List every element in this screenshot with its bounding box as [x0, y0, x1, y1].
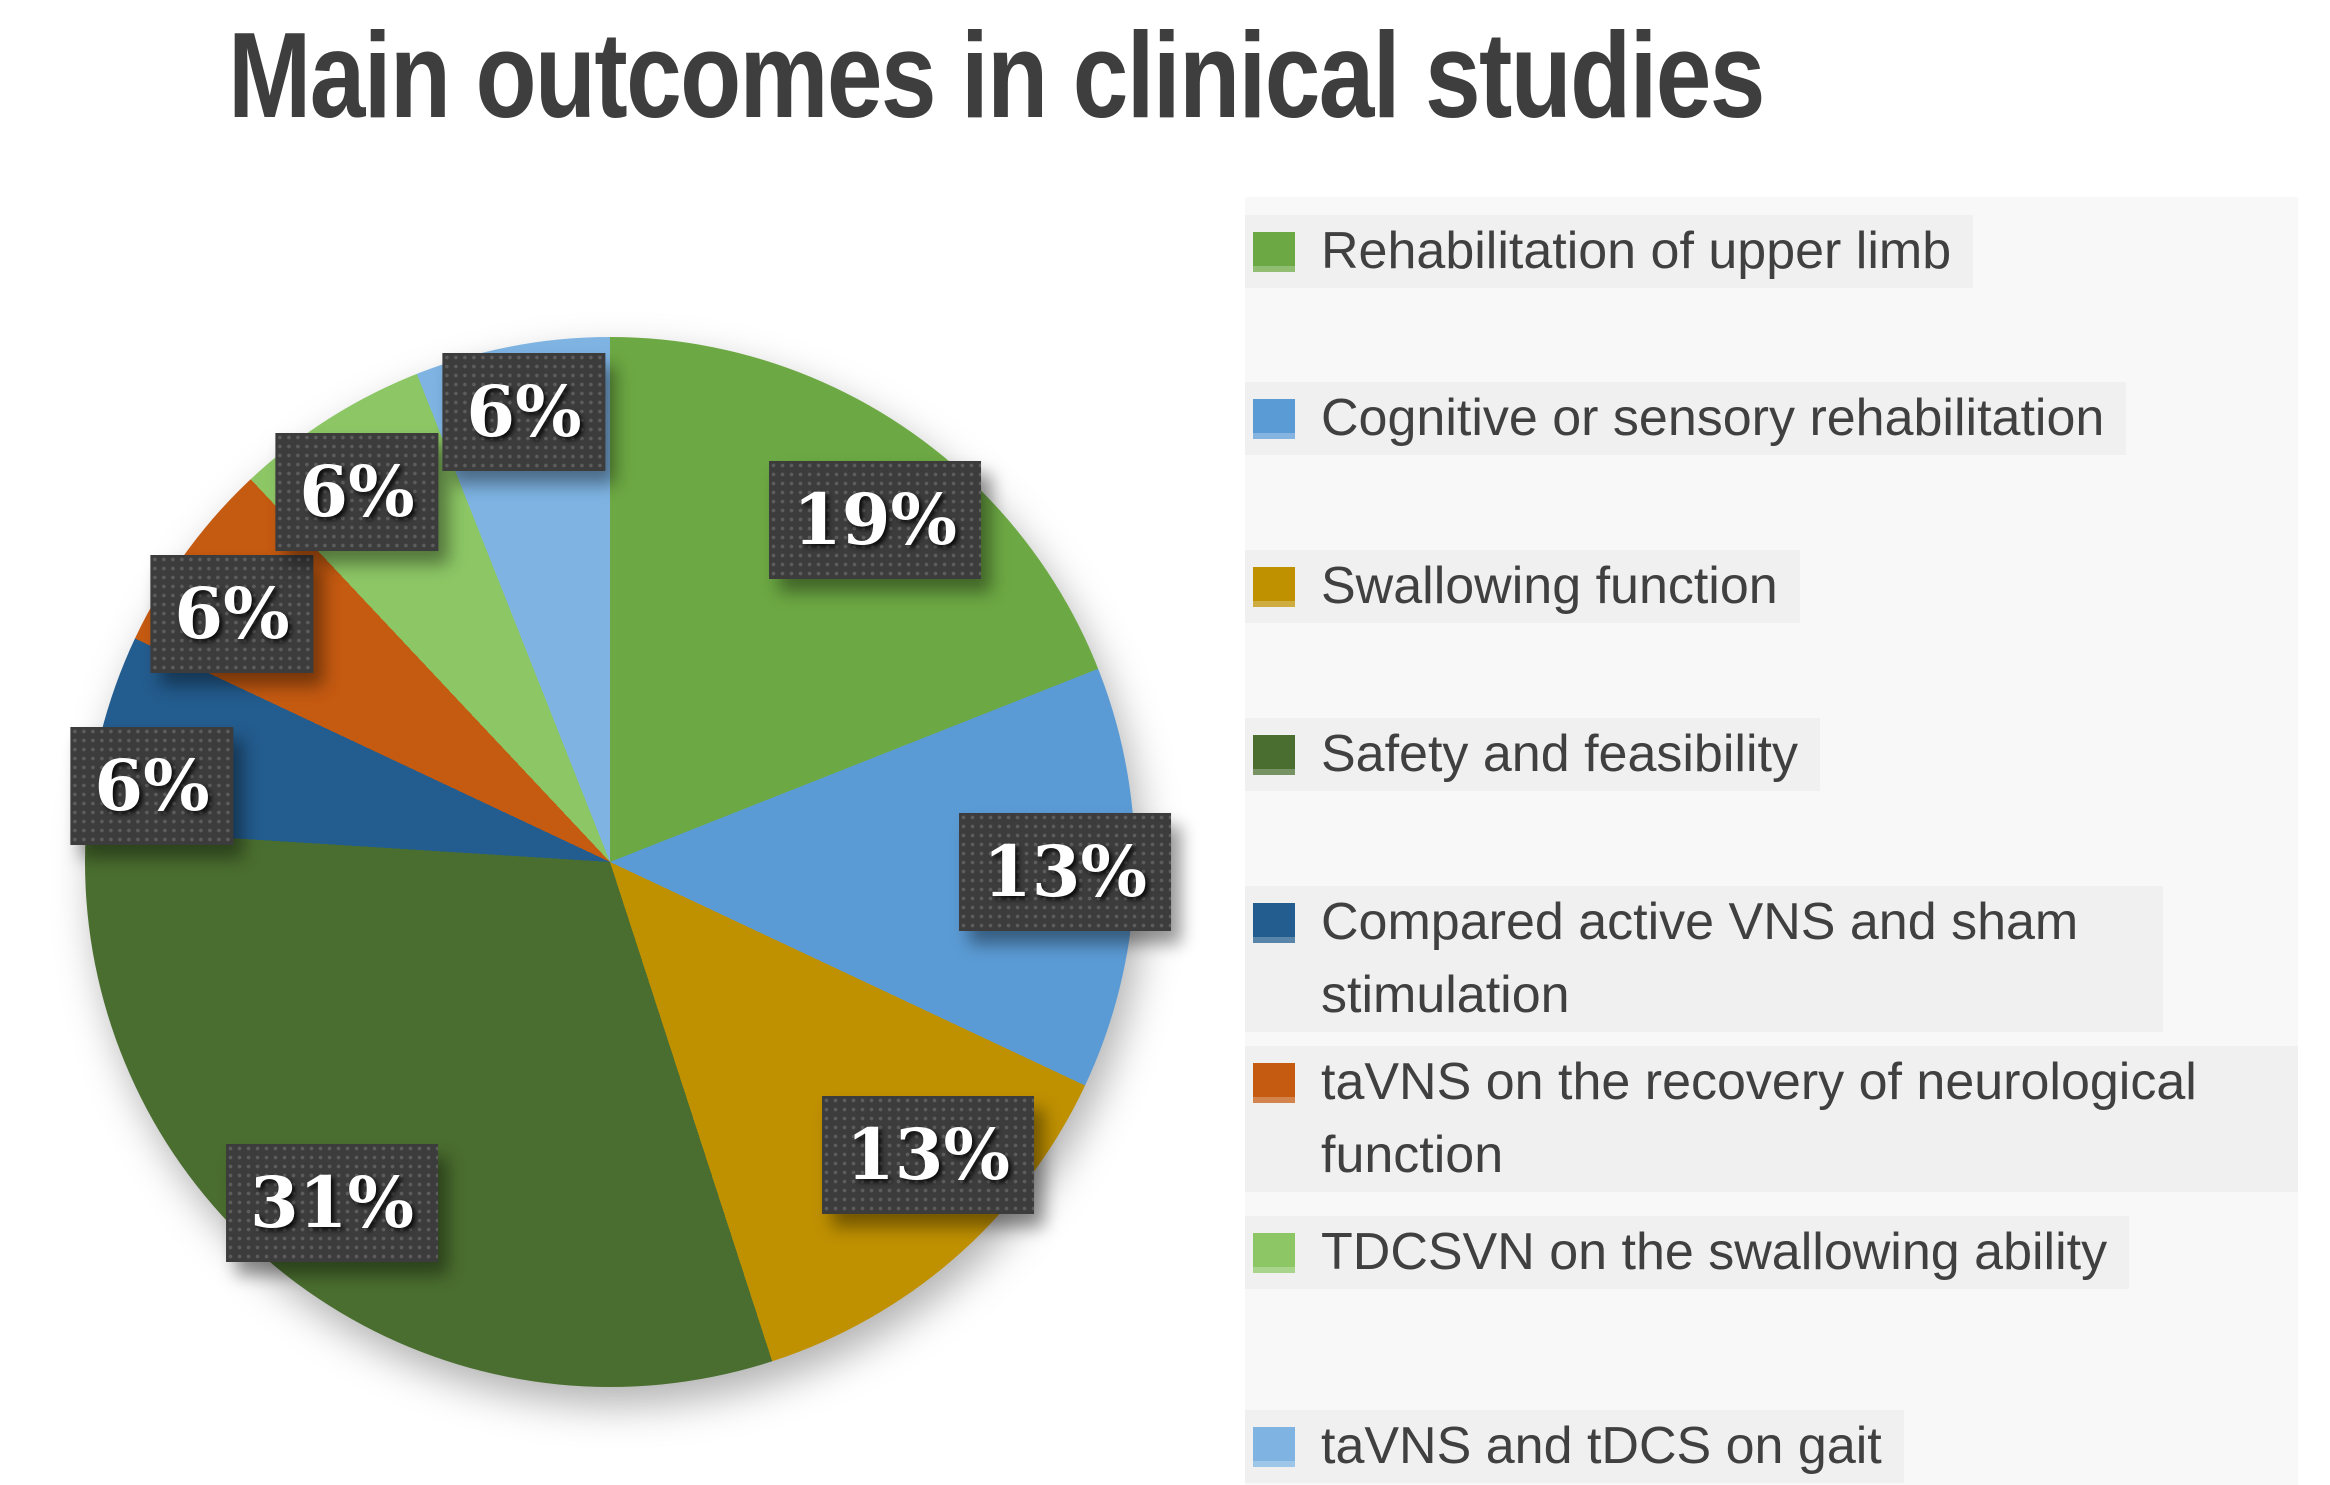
- pie-slice-label: 6%: [442, 353, 606, 471]
- pie-slice-label: 6%: [70, 727, 234, 845]
- legend-item-label: Rehabilitation of upper limb: [1321, 222, 1952, 280]
- legend-item: Compared active VNS and sham stimulation: [1245, 886, 2163, 1032]
- legend-item: TDCSVN on the swallowing ability: [1245, 1216, 2130, 1289]
- legend-item: Cognitive or sensory rehabilitation: [1245, 382, 2127, 455]
- legend-swatch: [1253, 567, 1295, 607]
- pie-slice-label: 13%: [822, 1096, 1034, 1214]
- pie-slice-label: 31%: [226, 1144, 438, 1262]
- pie-chart: 19%13%13%31%6%6%6%6%: [70, 337, 1171, 1387]
- legend-swatch: [1253, 903, 1295, 943]
- legend-item: Rehabilitation of upper limb: [1245, 215, 1974, 288]
- legend-item-label: taVNS on the recovery of neurological fu…: [1321, 1053, 2197, 1184]
- legend-swatch: [1253, 1063, 1295, 1103]
- legend-swatch: [1253, 1427, 1295, 1467]
- legend-item: Swallowing function: [1245, 550, 1800, 623]
- chart-title: Main outcomes in clinical studies: [228, 7, 1765, 143]
- legend-swatch: [1253, 1233, 1295, 1273]
- legend-item-label: Cognitive or sensory rehabilitation: [1321, 389, 2105, 447]
- legend-item: Safety and feasibility: [1245, 718, 1820, 791]
- legend-item-label: taVNS and tDCS on gait: [1321, 1417, 1882, 1475]
- legend-swatch: [1253, 232, 1295, 272]
- pie-slice-label: 6%: [150, 555, 314, 673]
- legend-swatch: [1253, 399, 1295, 439]
- pie-slice-label: 6%: [275, 433, 439, 551]
- legend-item-label: TDCSVN on the swallowing ability: [1321, 1223, 2108, 1281]
- legend-item-label: Swallowing function: [1321, 557, 1778, 615]
- pie-slice-label: 13%: [959, 813, 1171, 931]
- legend-swatch: [1253, 735, 1295, 775]
- legend-item-label: Compared active VNS and sham stimulation: [1321, 893, 2079, 1024]
- pie-slice-label: 19%: [769, 461, 981, 579]
- legend-item-label: Safety and feasibility: [1321, 725, 1798, 783]
- legend-item: taVNS and tDCS on gait: [1245, 1410, 1904, 1483]
- legend-item: taVNS on the recovery of neurological fu…: [1245, 1046, 2298, 1192]
